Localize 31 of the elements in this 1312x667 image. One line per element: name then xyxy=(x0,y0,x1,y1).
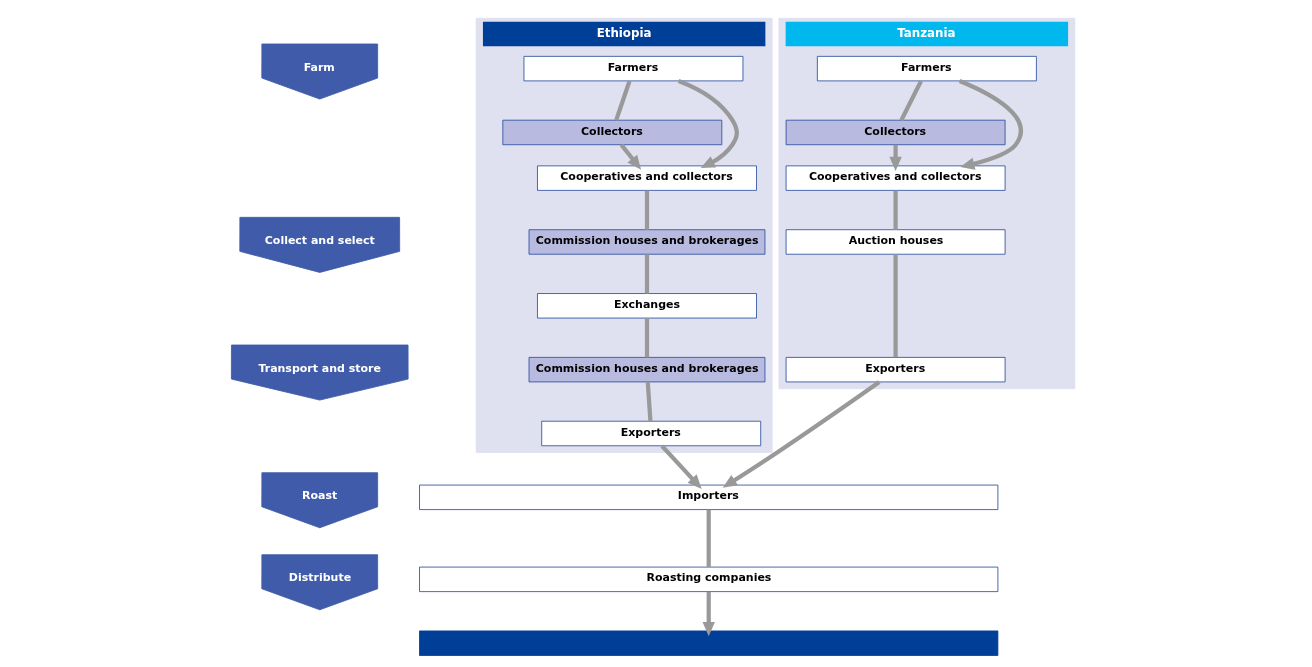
node-box: Farmers xyxy=(523,55,743,82)
connector xyxy=(892,190,898,230)
node-box: Collectors xyxy=(785,119,1005,146)
connector xyxy=(898,80,923,122)
arrow xyxy=(619,143,641,170)
connector xyxy=(613,80,631,121)
arrow xyxy=(659,444,702,489)
connector xyxy=(644,318,649,358)
node-box: Roasting companies xyxy=(418,566,998,593)
arrow xyxy=(702,591,715,637)
node-box: Commission houses and brokerages xyxy=(528,229,765,255)
connector xyxy=(645,382,653,422)
arrow xyxy=(888,144,902,171)
connector xyxy=(706,509,711,567)
node-box: Farmers xyxy=(816,55,1037,82)
node-box: Importers xyxy=(418,484,998,510)
node-box: Commission houses and brokerages xyxy=(528,356,765,383)
arrow xyxy=(677,79,739,169)
node-box: Collectors xyxy=(501,119,722,146)
connector xyxy=(644,190,649,230)
node-box: Cooperatives and collectors xyxy=(785,165,1005,191)
connector xyxy=(644,254,649,294)
arrow xyxy=(958,79,1023,170)
node-box: Exporters xyxy=(540,420,761,447)
node-box: Exchanges xyxy=(536,293,757,319)
connector xyxy=(892,254,898,358)
node-box: Exporters xyxy=(785,356,1005,383)
node-box: Cooperatives and collectors xyxy=(536,165,757,191)
node-box xyxy=(418,630,998,656)
node-box: Auction houses xyxy=(785,229,1005,255)
arrow xyxy=(722,380,880,488)
